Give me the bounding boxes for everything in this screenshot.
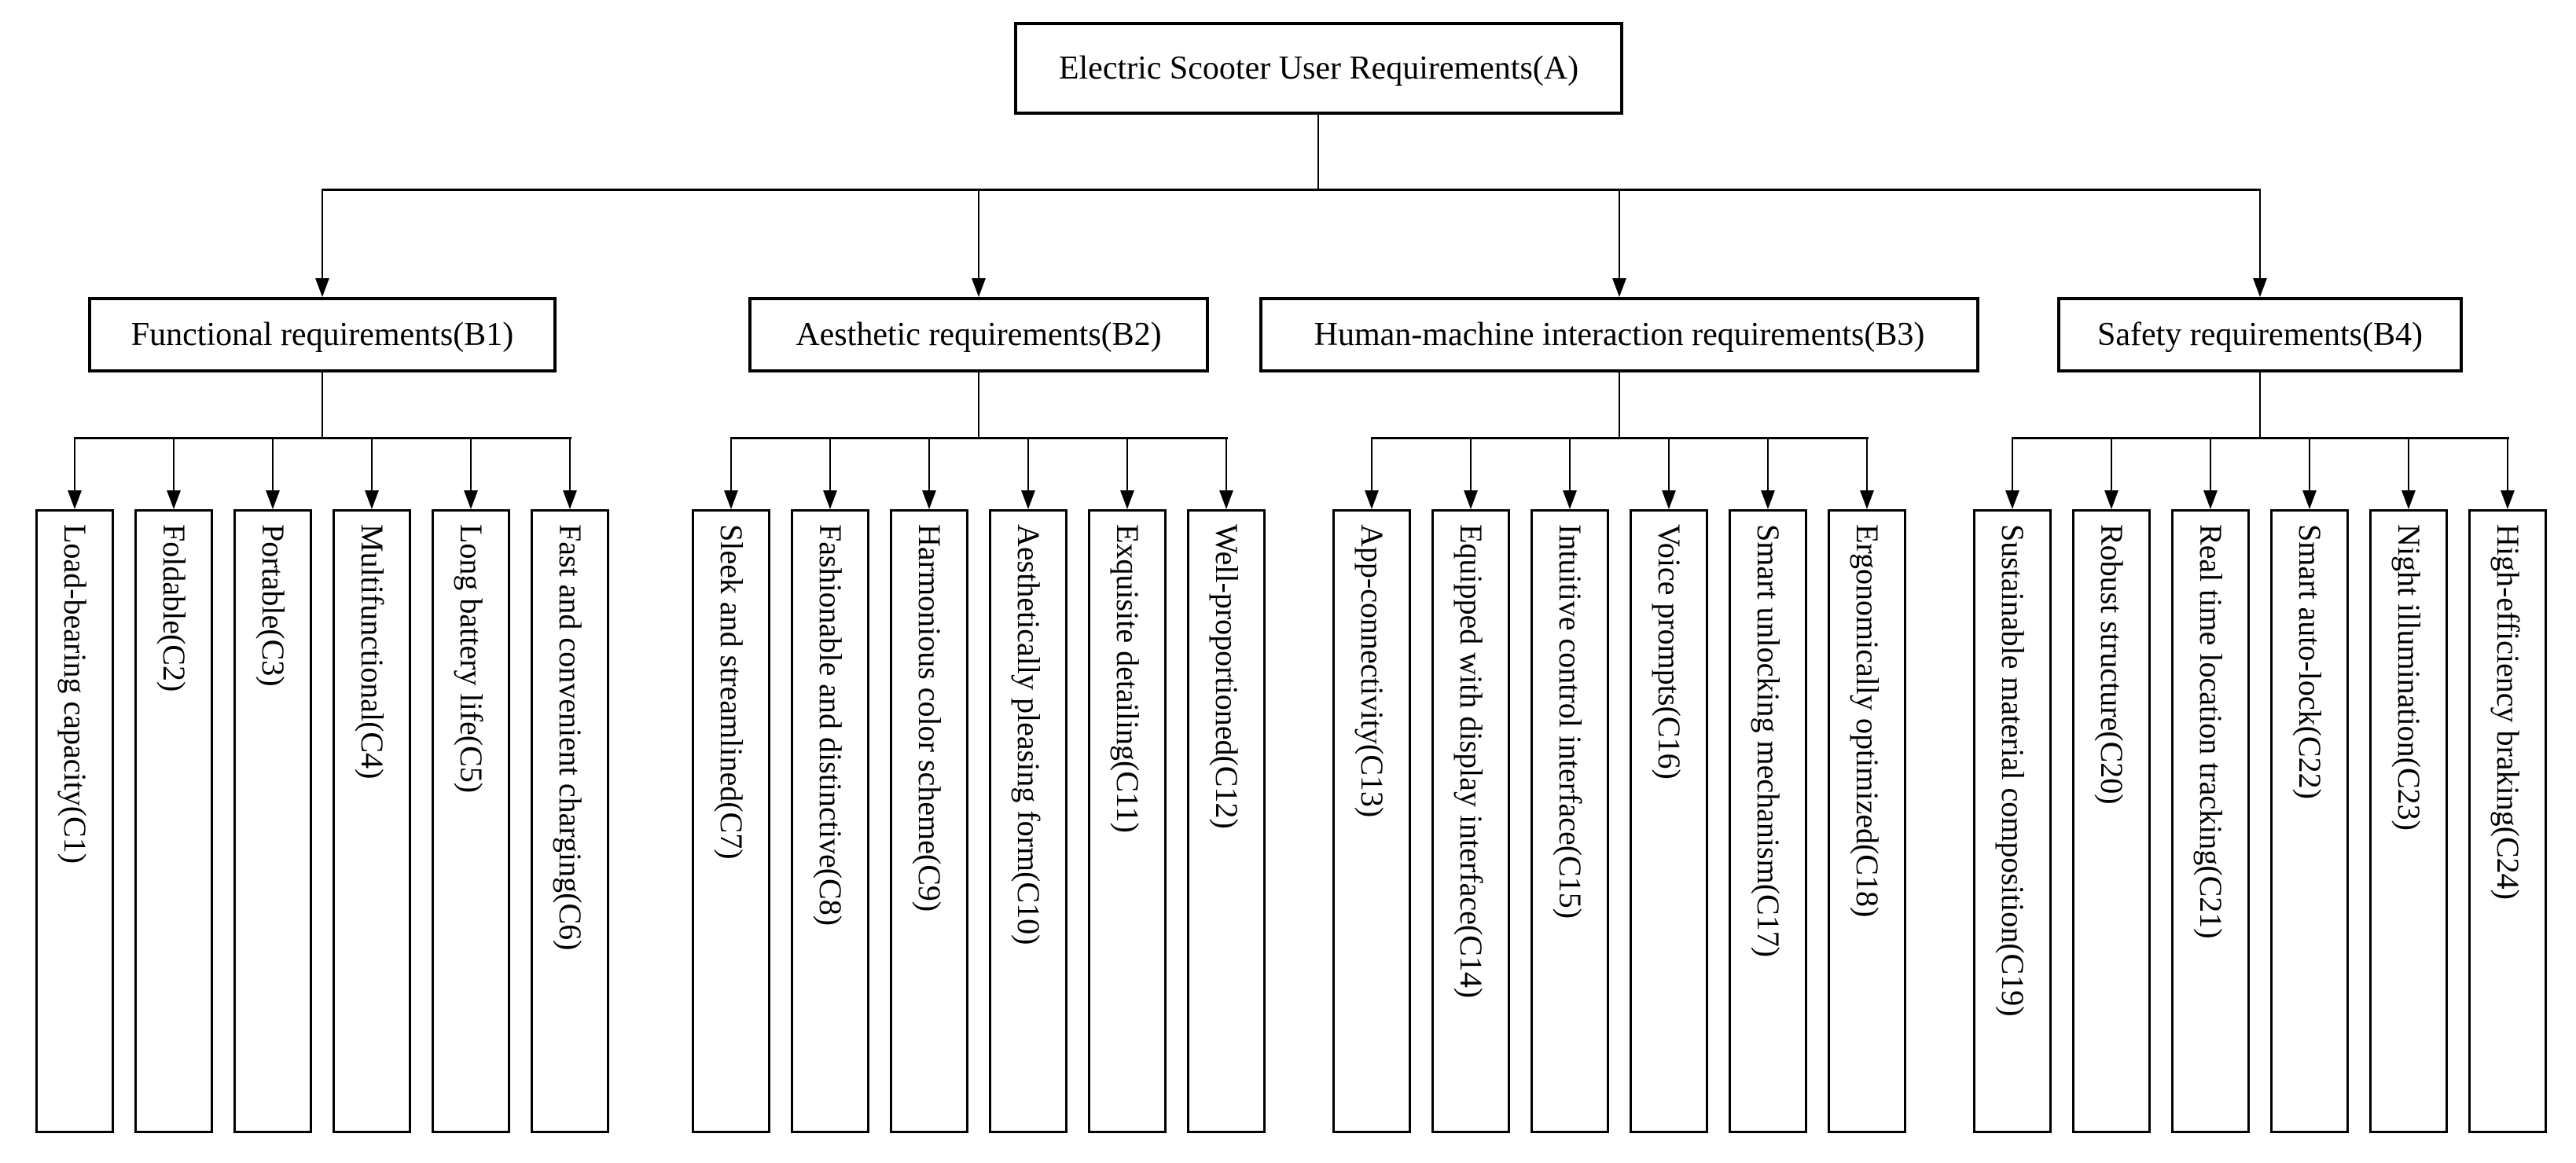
group-bus-line	[730, 437, 1228, 439]
branch-node-label: Functional requirements(B1)	[130, 316, 514, 353]
group-bus-line	[2012, 437, 2509, 439]
leaf-node-label: Portable(C3)	[255, 524, 291, 687]
branch-node-b1: Functional requirements(B1)	[88, 297, 557, 372]
leaf-node-c7: Sleek and streamlined(C7)	[692, 509, 770, 1133]
down-arrow-icon	[921, 437, 938, 509]
leaf-node-c24: High-efficiency braking(C24)	[2468, 509, 2547, 1133]
leaf-node-label: Intuitive control interface(C15)	[1553, 524, 1588, 919]
down-arrow-icon	[1561, 437, 1578, 509]
branch-node-b2: Aesthetic requirements(B2)	[748, 297, 1209, 372]
root-stub-line	[1317, 115, 1319, 189]
leaf-node-label: High-efficiency braking(C24)	[2490, 524, 2526, 900]
leaf-node-c18: Ergonomically optimized(C18)	[1828, 509, 1906, 1133]
leaf-node-c1: Load-bearing capacity(C1)	[35, 509, 114, 1133]
leaf-node-label: Foldable(C2)	[156, 524, 192, 692]
main-bus-line	[322, 189, 2261, 191]
branch-stub-line	[1619, 372, 1620, 437]
leaf-node-c3: Portable(C3)	[233, 509, 312, 1133]
down-arrow-icon	[1218, 437, 1235, 509]
down-arrow-icon	[1020, 437, 1037, 509]
leaf-node-label: Sustainable material composition(C19)	[1995, 524, 2030, 1017]
leaf-node-label: Smart unlocking mechanism(C17)	[1751, 524, 1786, 958]
down-arrow-icon	[314, 189, 331, 297]
leaf-node-label: Sleek and streamlined(C7)	[714, 524, 749, 860]
leaf-node-c2: Foldable(C2)	[134, 509, 213, 1133]
leaf-node-label: Harmonious color scheme(C9)	[912, 524, 947, 912]
down-arrow-icon	[2004, 437, 2021, 509]
leaf-node-c8: Fashionable and distinctive(C8)	[791, 509, 869, 1133]
leaf-node-c5: Long battery life(C5)	[432, 509, 510, 1133]
branch-node-label: Safety requirements(B4)	[2096, 316, 2423, 353]
leaf-node-c6: Fast and convenient charging(C6)	[531, 509, 609, 1133]
group-bus-line	[74, 437, 571, 439]
branch-node-b3: Human-machine interaction requirements(B…	[1259, 297, 1979, 372]
leaf-node-c13: App-connectivity(C13)	[1332, 509, 1411, 1133]
leaf-node-label: Aesthetically pleasing form(C10)	[1011, 524, 1046, 945]
branch-node-label: Human-machine interaction requirements(B…	[1314, 316, 1925, 353]
leaf-node-label: App-connectivity(C13)	[1354, 524, 1390, 818]
leaf-node-c9: Harmonious color scheme(C9)	[890, 509, 968, 1133]
down-arrow-icon	[2251, 189, 2269, 297]
branch-stub-line	[978, 372, 979, 437]
down-arrow-icon	[821, 437, 839, 509]
leaf-node-c19: Sustainable material composition(C19)	[1973, 509, 2052, 1133]
leaf-node-label: Exquisite detailing(C11)	[1110, 524, 1145, 833]
leaf-node-label: Load-bearing capacity(C1)	[57, 524, 93, 864]
down-arrow-icon	[264, 437, 281, 509]
branch-node-b4: Safety requirements(B4)	[2057, 297, 2463, 372]
leaf-node-c16: Voice prompts(C16)	[1630, 509, 1708, 1133]
down-arrow-icon	[2103, 437, 2120, 509]
branch-stub-line	[2259, 372, 2261, 437]
down-arrow-icon	[1611, 189, 1628, 297]
leaf-node-label: Robust structure(C20)	[2094, 524, 2130, 805]
down-arrow-icon	[722, 437, 740, 509]
down-arrow-icon	[462, 437, 480, 509]
leaf-node-c22: Smart auto-lock(C22)	[2270, 509, 2349, 1133]
leaf-node-c10: Aesthetically pleasing form(C10)	[989, 509, 1068, 1133]
down-arrow-icon	[1858, 437, 1876, 509]
leaf-node-c15: Intuitive control interface(C15)	[1531, 509, 1609, 1133]
leaf-node-label: Multifunctional(C4)	[355, 524, 390, 780]
down-arrow-icon	[1363, 437, 1380, 509]
down-arrow-icon	[1660, 437, 1678, 509]
down-arrow-icon	[66, 437, 83, 509]
leaf-node-c12: Well-proportioned(C12)	[1187, 509, 1266, 1133]
leaf-node-label: Fashionable and distinctive(C8)	[813, 524, 848, 926]
down-arrow-icon	[2400, 437, 2417, 509]
leaf-node-label: Ergonomically optimized(C18)	[1850, 524, 1885, 918]
leaf-node-c4: Multifunctional(C4)	[333, 509, 411, 1133]
leaf-node-c23: Night illumination(C23)	[2369, 509, 2448, 1133]
leaf-node-c20: Robust structure(C20)	[2072, 509, 2151, 1133]
down-arrow-icon	[363, 437, 380, 509]
down-arrow-icon	[165, 437, 182, 509]
leaf-node-c21: Real time location tracking(C21)	[2171, 509, 2250, 1133]
leaf-node-label: Fast and convenient charging(C6)	[553, 524, 588, 951]
leaf-node-label: Well-proportioned(C12)	[1209, 524, 1244, 829]
leaf-node-label: Long battery life(C5)	[454, 524, 489, 794]
down-arrow-icon	[1119, 437, 1136, 509]
down-arrow-icon	[2301, 437, 2318, 509]
leaf-node-c17: Smart unlocking mechanism(C17)	[1729, 509, 1807, 1133]
leaf-node-label: Real time location tracking(C21)	[2193, 524, 2229, 939]
leaf-node-c11: Exquisite detailing(C11)	[1088, 509, 1167, 1133]
branch-node-label: Aesthetic requirements(B2)	[796, 316, 1162, 353]
leaf-node-label: Night illumination(C23)	[2391, 524, 2427, 831]
leaf-node-c14: Equipped with display interface(C14)	[1431, 509, 1510, 1133]
down-arrow-icon	[1462, 437, 1479, 509]
root-node: Electric Scooter User Requirements(A)	[1014, 22, 1623, 115]
leaf-node-label: Smart auto-lock(C22)	[2292, 524, 2328, 799]
down-arrow-icon	[561, 437, 579, 509]
down-arrow-icon	[1759, 437, 1777, 509]
branch-stub-line	[322, 372, 323, 437]
down-arrow-icon	[2202, 437, 2219, 509]
group-bus-line	[1371, 437, 1869, 439]
root-node-label: Electric Scooter User Requirements(A)	[1058, 50, 1579, 86]
down-arrow-icon	[970, 189, 987, 297]
leaf-node-label: Voice prompts(C16)	[1652, 524, 1687, 780]
leaf-node-label: Equipped with display interface(C14)	[1453, 524, 1489, 999]
down-arrow-icon	[2499, 437, 2516, 509]
